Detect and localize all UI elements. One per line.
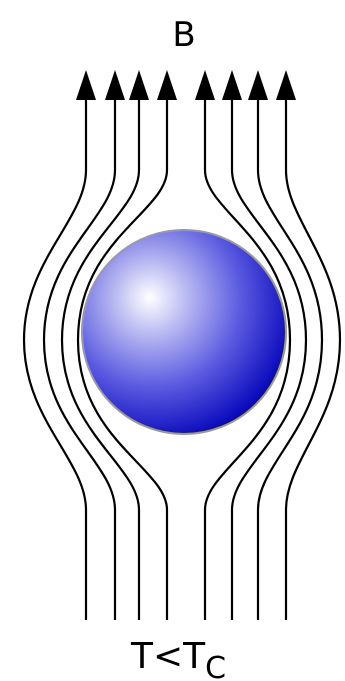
arrowhead-8 [276,70,296,100]
superconductor-sphere [82,230,286,434]
arrowhead-4 [157,70,177,100]
arrowhead-7 [248,70,268,100]
arrowhead-6 [222,70,242,100]
field-line-right-4 [286,92,340,620]
arrowhead-5 [195,70,215,100]
arrowhead-1 [76,70,96,100]
field-label-b: B [172,15,195,55]
temperature-label: T<TC [130,636,226,681]
temperature-label-subscript: C [205,651,226,681]
field-arrowheads [76,70,296,100]
temperature-label-main: T<T [130,636,206,677]
field-line-left-1 [24,92,86,620]
arrowhead-2 [105,70,125,100]
arrowhead-3 [129,70,149,100]
